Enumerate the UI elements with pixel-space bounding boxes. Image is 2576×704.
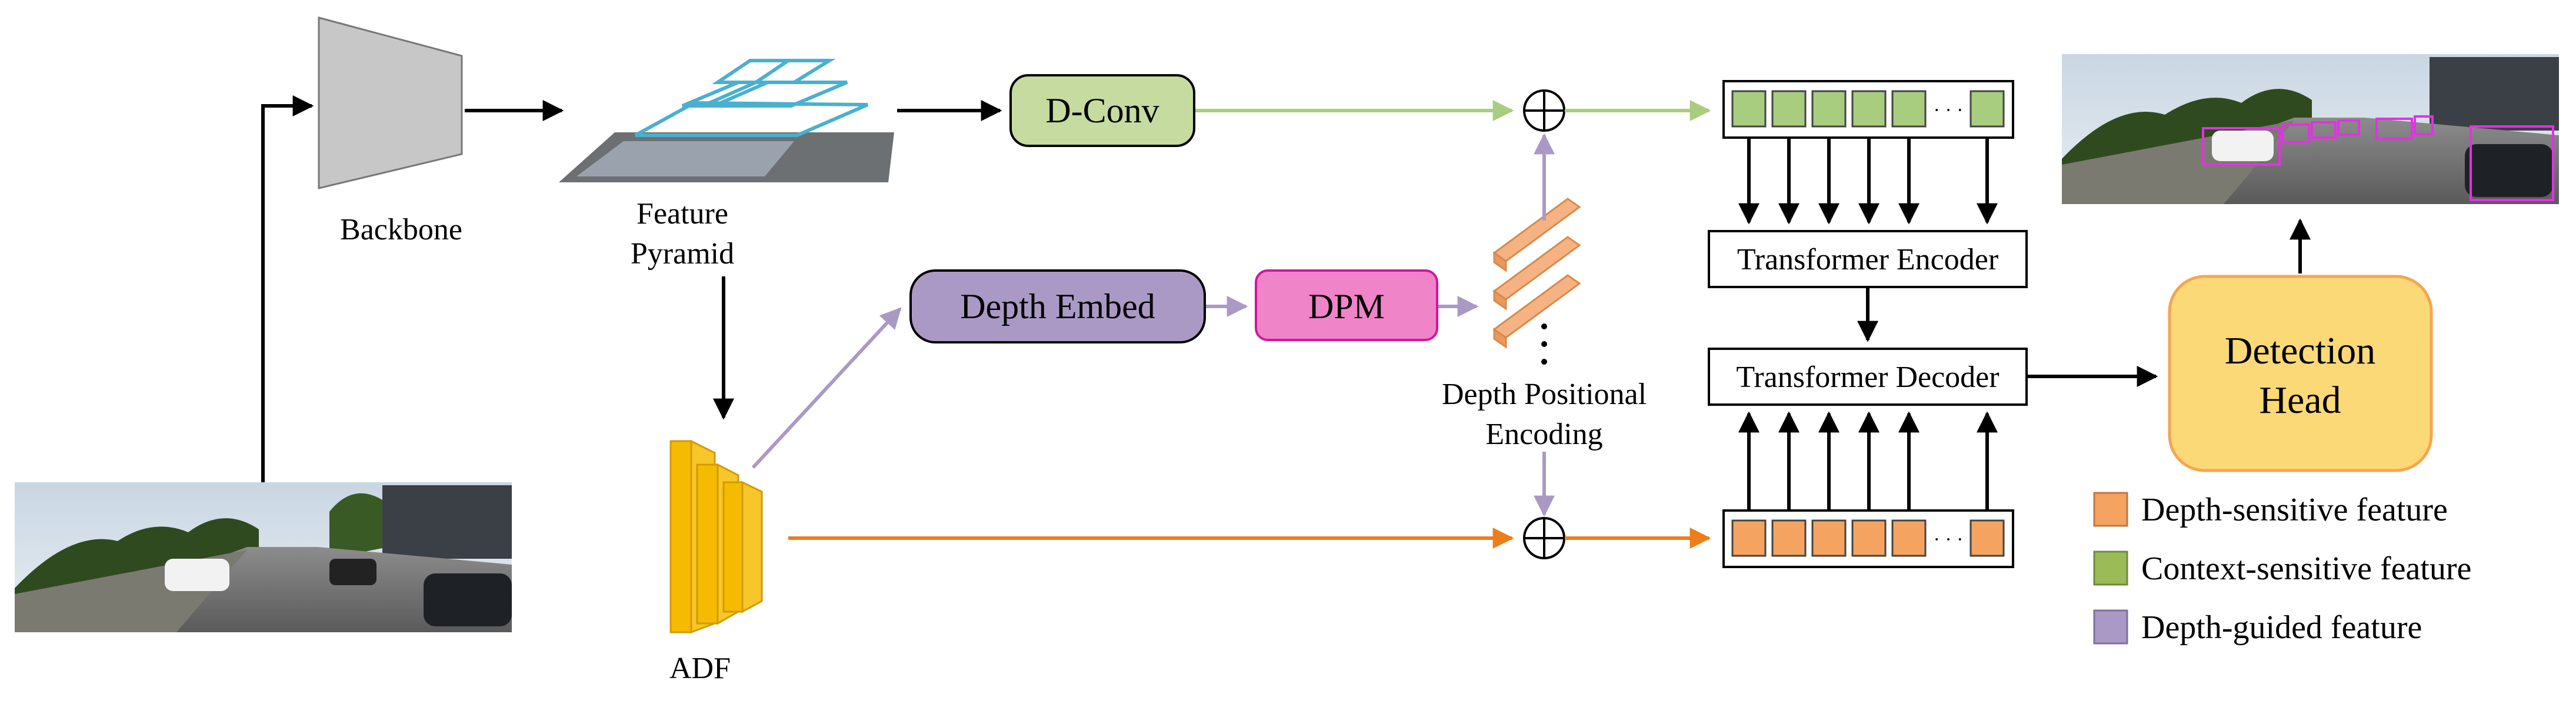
output-image <box>2062 54 2559 204</box>
legend-swatch-depth-sensitive <box>2093 492 2128 527</box>
legend-item-depth-guided: Depth-guided feature <box>2093 609 2422 646</box>
dpm-block <box>1255 269 1438 341</box>
feature-pyramid-label-1: Feature <box>636 197 728 231</box>
bottom-token-ellipsis: · · · <box>1934 529 1964 550</box>
depth-embed-label: Depth Embed <box>960 287 1155 326</box>
transformer-encoder-block <box>1708 230 2028 288</box>
transformer-decoder-label: Transformer Decoder <box>1736 361 1999 394</box>
legend-swatch-context-sensitive <box>2093 550 2128 586</box>
depth-embed-block <box>909 269 1206 343</box>
input-image <box>15 482 512 632</box>
dconv-label: D-Conv <box>1045 91 1159 130</box>
legend-label-depth-guided: Depth-guided feature <box>2141 609 2422 646</box>
depth-pos-enc-label-2: Encoding <box>1485 418 1602 451</box>
context-token-row <box>1722 80 2014 139</box>
detection-head-label-2: Head <box>2259 379 2341 422</box>
top-add-operator <box>1523 89 1565 132</box>
dconv-block <box>1009 74 1195 147</box>
legend-item-context-sensitive: Context-sensitive feature <box>2093 550 2471 587</box>
tokens-to-encoder-arrows <box>1738 139 1998 225</box>
legend-swatch-depth-guided <box>2093 609 2128 645</box>
transformer-decoder-block <box>1708 348 2028 406</box>
tokens-to-decoder-arrows <box>1738 411 1998 512</box>
detection-head-block <box>2168 275 2433 472</box>
adf-block <box>669 439 763 634</box>
top-token-ellipsis: · · · <box>1934 99 1964 121</box>
backbone-block <box>318 16 463 189</box>
legend: Depth-sensitive feature Context-sensitiv… <box>2093 492 2471 646</box>
dpm-label: DPM <box>1308 287 1385 326</box>
feature-pyramid-label-2: Pyramid <box>631 237 734 271</box>
adf-label: ADF <box>669 652 731 685</box>
legend-label-context-sensitive: Context-sensitive feature <box>2141 550 2471 587</box>
transformer-encoder-label: Transformer Encoder <box>1737 243 1998 276</box>
detection-head-label-1: Detection <box>2225 329 2376 372</box>
depth-positional-encoding-slabs <box>1492 198 1581 365</box>
depth-token-row <box>1722 509 2014 568</box>
adf-to-depth-embed-arrow <box>751 307 902 469</box>
depth-pos-enc-label-1: Depth Positional <box>1442 378 1647 411</box>
bottom-add-operator <box>1523 517 1565 559</box>
feature-pyramid <box>559 59 894 182</box>
legend-label-depth-sensitive: Depth-sensitive feature <box>2141 492 2448 528</box>
legend-item-depth-sensitive: Depth-sensitive feature <box>2093 492 2448 528</box>
input-to-backbone-arrow <box>261 95 314 482</box>
backbone-label: Backbone <box>340 213 462 246</box>
